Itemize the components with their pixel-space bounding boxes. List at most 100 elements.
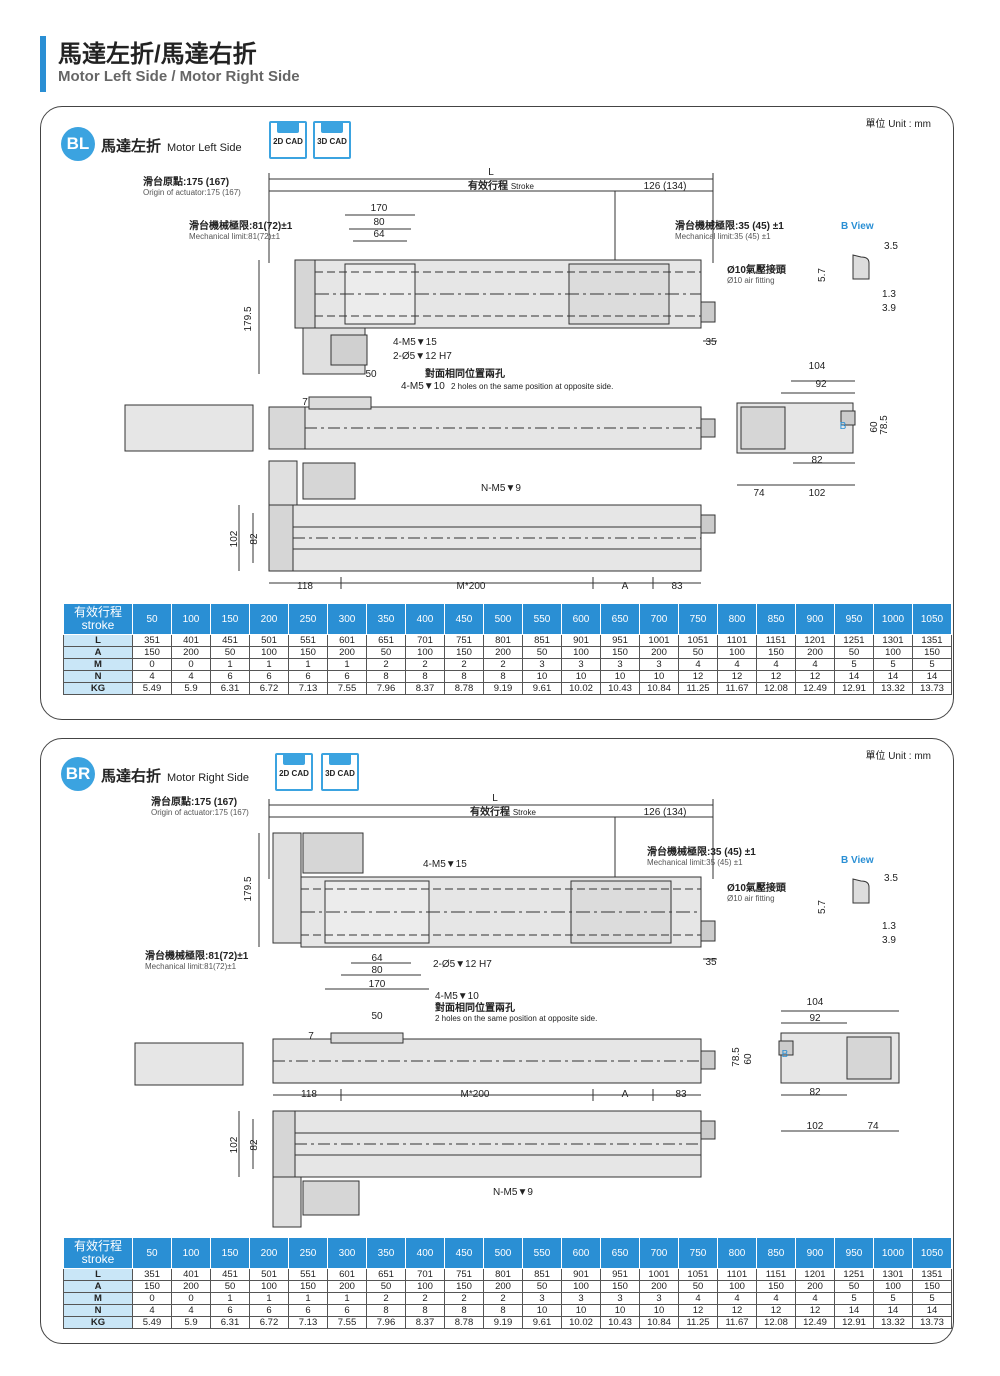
table-cell: 851 xyxy=(522,634,562,647)
origin-label-en: Origin of actuator:175 (167) xyxy=(151,808,249,817)
table-cell: 5 xyxy=(912,1292,952,1305)
table-cell: 6.72 xyxy=(249,682,289,695)
m5-15-label: 4-M5▼15 xyxy=(393,337,437,348)
table-cell: 1151 xyxy=(756,1268,796,1281)
mech-left-label-en: Mechanical limit:81(72)±1 xyxy=(145,962,237,971)
table-cell: 200 xyxy=(639,646,679,659)
row-label: M xyxy=(63,1292,133,1305)
cad-2d-button[interactable]: 2D CAD xyxy=(275,753,313,791)
stroke-col-header: 350 xyxy=(366,603,406,635)
table-cell: 851 xyxy=(522,1268,562,1281)
table-cell: 12 xyxy=(717,1304,757,1317)
section-badge: BL xyxy=(61,127,95,161)
table-cell: 12 xyxy=(756,670,796,683)
dim-L: L xyxy=(488,167,494,178)
stroke-col-header: 950 xyxy=(834,603,874,635)
table-cell: 1 xyxy=(327,658,367,671)
m5-10-label: 4-M5▼10 xyxy=(435,991,479,1002)
table-cell: 14 xyxy=(834,670,874,683)
dim-74: 74 xyxy=(867,1121,879,1132)
dim-50: 50 xyxy=(365,369,377,380)
table-cell: 0 xyxy=(132,658,172,671)
dim-78-5: 78.5 xyxy=(731,1047,742,1067)
table-cell: 4 xyxy=(795,1292,835,1305)
dim-83: 83 xyxy=(675,1089,687,1100)
table-cell: 1 xyxy=(288,658,328,671)
table-cell: 1 xyxy=(210,658,250,671)
origin-label-en: Origin of actuator:175 (167) xyxy=(143,188,241,197)
table-cell: 10 xyxy=(639,670,679,683)
stroke-col-header: 550 xyxy=(522,603,562,635)
cad-3d-button[interactable]: 3D CAD xyxy=(313,121,351,159)
stroke-col-header: 300 xyxy=(327,1237,367,1269)
b-view-label: B View xyxy=(841,221,874,232)
table-cell: 100 xyxy=(405,646,445,659)
table-cell: 150 xyxy=(444,1280,484,1293)
table-cell: 6 xyxy=(327,670,367,683)
table-cell: 12 xyxy=(795,670,835,683)
table-cell: 5.49 xyxy=(132,682,172,695)
table-cell: 8 xyxy=(444,670,484,683)
table-cell: 100 xyxy=(561,646,601,659)
stroke-col-header: 750 xyxy=(678,603,718,635)
dim-A: A xyxy=(622,1089,629,1100)
dim-170: 170 xyxy=(369,979,386,990)
cad-2d-button[interactable]: 2D CAD xyxy=(269,121,307,159)
dim-118: 118 xyxy=(301,1089,317,1100)
table-cell: 6 xyxy=(210,670,250,683)
cad-3d-button[interactable]: 3D CAD xyxy=(321,753,359,791)
table-cell: 100 xyxy=(873,646,913,659)
table-cell: 4 xyxy=(171,1304,211,1317)
table-cell: 8 xyxy=(366,1304,406,1317)
table-cell: 10 xyxy=(600,670,640,683)
stroke-col-header: 750 xyxy=(678,1237,718,1269)
mech-right-label: 滑台機械極限:35 (45) ±1 xyxy=(675,219,784,232)
stroke-col-header: 1050 xyxy=(912,1237,952,1269)
dia5-label: 2-Ø5▼12 H7 xyxy=(393,351,452,362)
table-cell: 1301 xyxy=(873,1268,913,1281)
mech-right-label: 滑台機械極限:35 (45) ±1 xyxy=(647,845,756,858)
table-cell: 551 xyxy=(288,634,328,647)
table-cell: 951 xyxy=(600,1268,640,1281)
table-cell: 12.08 xyxy=(756,1316,796,1329)
table-cell: 1301 xyxy=(873,634,913,647)
table-cell: 4 xyxy=(756,658,796,671)
table-cell: 1 xyxy=(327,1292,367,1305)
stroke-col-header: 650 xyxy=(600,1237,640,1269)
table-cell: 801 xyxy=(483,1268,523,1281)
table-cell: 11.25 xyxy=(678,682,718,695)
dim-80: 80 xyxy=(371,965,383,976)
stroke-col-header: 500 xyxy=(483,603,523,635)
stroke-col-header: 50 xyxy=(132,1237,172,1269)
table-cell: 6.31 xyxy=(210,682,250,695)
table-cell: 50 xyxy=(834,646,874,659)
table-cell: 5.9 xyxy=(171,682,211,695)
table-cell: 1151 xyxy=(756,634,796,647)
table-cell: 3 xyxy=(639,658,679,671)
table-cell: 14 xyxy=(873,670,913,683)
dia5-label: 2-Ø5▼12 H7 xyxy=(433,959,492,970)
stroke-col-header: 550 xyxy=(522,1237,562,1269)
table-cell: 2 xyxy=(444,1292,484,1305)
stroke-col-header: 350 xyxy=(366,1237,406,1269)
table-cell: 150 xyxy=(288,1280,328,1293)
stroke-col-header: 900 xyxy=(795,1237,835,1269)
table-cell: 100 xyxy=(873,1280,913,1293)
table-cell: 5 xyxy=(912,658,952,671)
table-cell: 14 xyxy=(912,670,952,683)
dim-stroke: 有效行程 Stroke xyxy=(470,805,536,818)
table-cell: 6 xyxy=(249,1304,289,1317)
dim-B: B xyxy=(840,421,847,432)
table-cell: 1 xyxy=(249,1292,289,1305)
